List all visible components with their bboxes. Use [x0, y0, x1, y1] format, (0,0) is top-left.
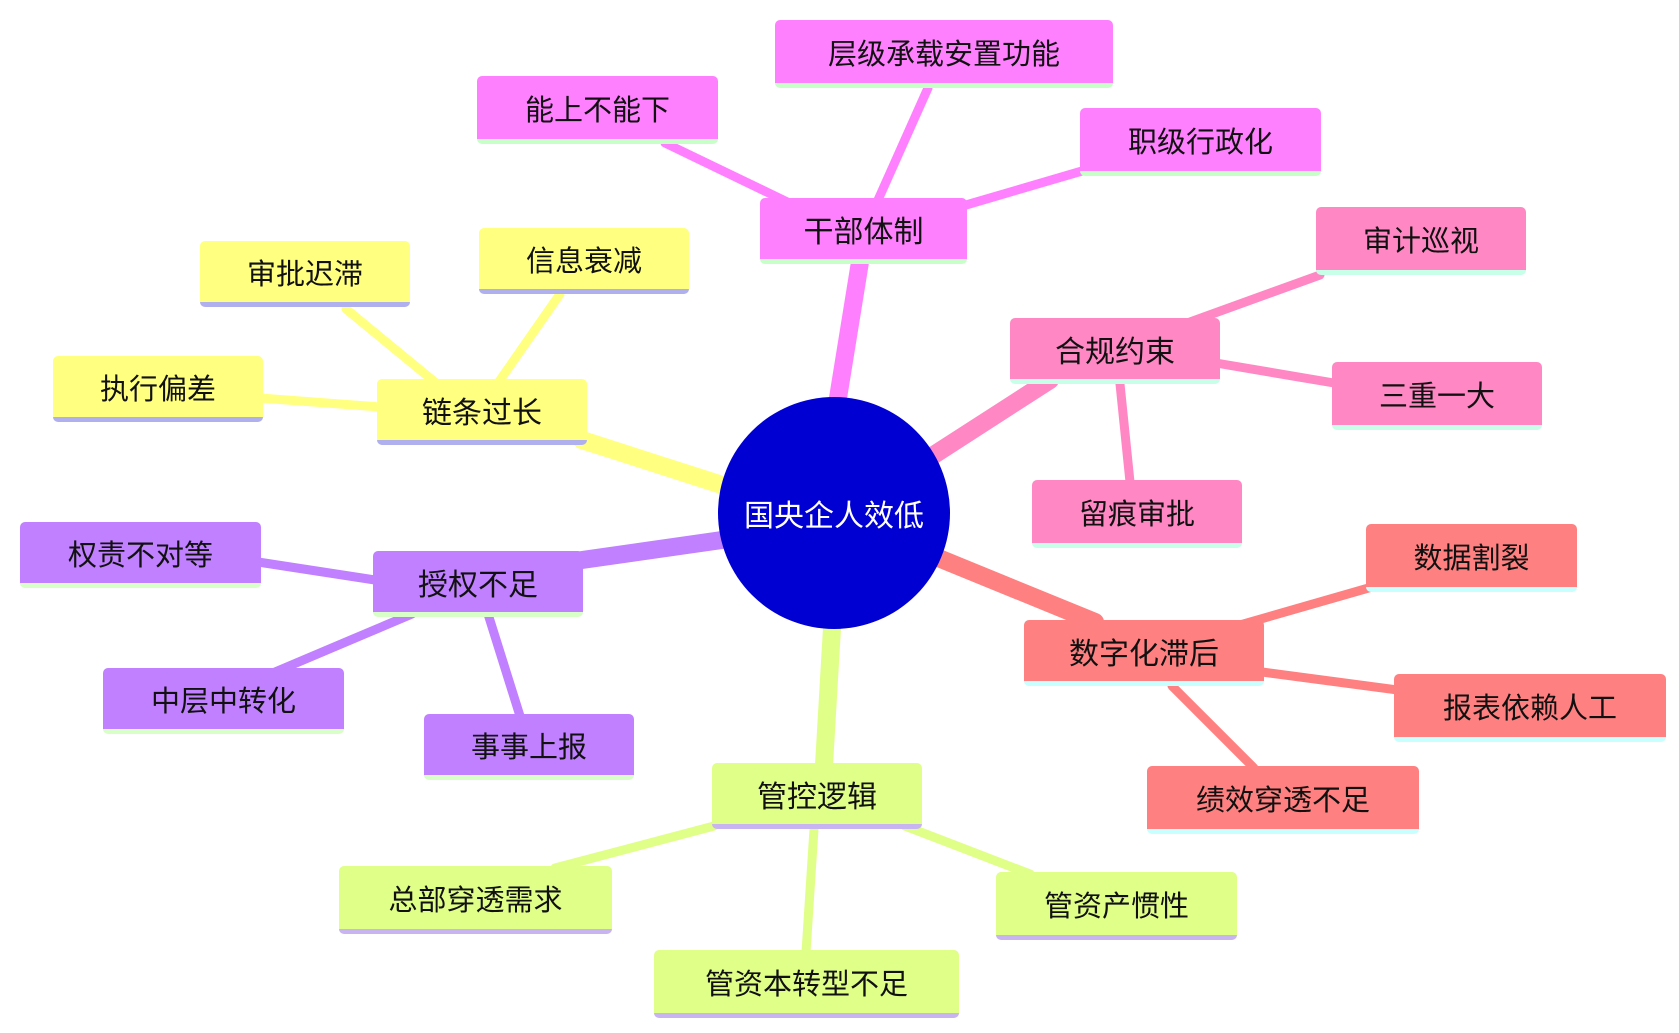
leaf-node-hegui-0-label: 审计巡视	[1362, 223, 1479, 258]
branch-node-shouquan-label: 授权不足	[418, 567, 538, 603]
link-shouquan-0	[253, 557, 380, 585]
link-shuzi-1	[1257, 667, 1403, 695]
leaf-node-hegui-2-label: 留痕审批	[1078, 496, 1195, 531]
leaf-node-shuzi-1-label: 报表依赖人工	[1442, 690, 1617, 725]
leaf-node-guankong-1[interactable]: 管资本转型不足	[654, 950, 959, 1018]
trunk-hegui	[917, 371, 1059, 469]
link-guankong-2	[900, 821, 1035, 879]
leaf-node-lianjiao-0[interactable]: 执行偏差	[53, 356, 263, 422]
link-ganbu-1	[873, 83, 933, 205]
leaf-node-lianjiao-2[interactable]: 信息衰减	[479, 228, 689, 294]
leaf-node-shuzi-0[interactable]: 数据割裂	[1366, 524, 1577, 592]
link-guankong-1	[801, 824, 819, 957]
link-shuzi-2	[1167, 681, 1259, 773]
leaf-node-hegui-1-label: 三重一大	[1378, 378, 1495, 413]
leaf-node-ganbu-1-label: 层级承载安置功能	[827, 36, 1060, 71]
leaf-node-guankong-0[interactable]: 总部穿透需求	[339, 866, 612, 934]
leaf-node-shouquan-0-label: 权责不对等	[67, 537, 213, 572]
root-node[interactable]: 国央企人效低	[718, 397, 950, 629]
link-shouquan-1	[270, 609, 417, 677]
branch-node-shouquan[interactable]: 授权不足	[373, 551, 583, 617]
trunk-shouquan	[573, 531, 731, 569]
leaf-node-shuzi-0-label: 数据割裂	[1413, 540, 1530, 575]
leaf-node-lianjiao-2-label: 信息衰减	[525, 243, 642, 278]
branch-node-shuzi[interactable]: 数字化滞后	[1024, 620, 1264, 686]
leaf-node-hegui-0[interactable]: 审计巡视	[1316, 207, 1526, 275]
leaf-node-ganbu-1[interactable]: 层级承载安置功能	[775, 20, 1113, 88]
leaf-node-guankong-2[interactable]: 管资产惯性	[996, 872, 1237, 940]
leaf-node-ganbu-0[interactable]: 能上不能下	[477, 76, 718, 144]
leaf-node-shuzi-2-label: 绩效穿透不足	[1195, 782, 1370, 817]
link-lianjiao-1	[341, 304, 441, 388]
leaf-node-guankong-2-label: 管资产惯性	[1043, 888, 1189, 923]
leaf-node-lianjiao-1[interactable]: 审批迟滞	[200, 241, 410, 307]
branch-node-guankong[interactable]: 管控逻辑	[712, 763, 922, 829]
branch-node-lianjiao[interactable]: 链条过长	[377, 379, 587, 445]
link-guankong-0	[550, 821, 719, 873]
leaf-node-hegui-1[interactable]: 三重一大	[1332, 362, 1542, 430]
leaf-node-shouquan-1-label: 中层中转化	[150, 683, 296, 718]
root-label: 国央企人效低	[744, 499, 924, 534]
leaf-node-hegui-2[interactable]: 留痕审批	[1032, 480, 1242, 548]
link-hegui-1	[1205, 357, 1339, 388]
leaf-node-shouquan-1[interactable]: 中层中转化	[103, 668, 344, 734]
leaf-node-shouquan-2-label: 事事上报	[470, 729, 587, 764]
link-lianjiao-0	[255, 393, 385, 412]
leaf-node-shuzi-1[interactable]: 报表依赖人工	[1394, 674, 1666, 742]
link-shouquan-2	[483, 609, 525, 721]
branch-node-hegui-label: 合规约束	[1055, 334, 1175, 370]
branch-node-hegui[interactable]: 合规约束	[1010, 318, 1220, 384]
leaf-node-ganbu-0-label: 能上不能下	[524, 92, 670, 127]
leaf-node-lianjiao-0-label: 执行偏差	[99, 371, 216, 406]
trunk-ganbu	[829, 253, 869, 407]
trunk-lianjiao	[573, 431, 731, 494]
link-hegui-0	[1185, 270, 1325, 327]
leaf-node-ganbu-2-label: 职级行政化	[1127, 124, 1273, 159]
link-hegui-2	[1115, 379, 1135, 487]
link-shuzi-0	[1235, 582, 1377, 630]
leaf-node-guankong-1-label: 管资本转型不足	[704, 966, 908, 1001]
branch-node-shuzi-label: 数字化滞后	[1069, 636, 1219, 672]
branch-node-guankong-label: 管控逻辑	[757, 779, 877, 815]
link-lianjiao-2	[493, 289, 565, 388]
leaf-node-shuzi-2[interactable]: 绩效穿透不足	[1147, 766, 1419, 834]
leaf-node-lianjiao-1-label: 审批迟滞	[246, 256, 363, 291]
branch-node-lianjiao-label: 链条过长	[422, 395, 542, 431]
leaf-node-shouquan-2[interactable]: 事事上报	[424, 714, 634, 780]
trunk-guankong	[815, 619, 841, 774]
branch-node-ganbu[interactable]: 干部体制	[760, 198, 967, 264]
leaf-node-guankong-0-label: 总部穿透需求	[388, 882, 563, 917]
leaf-node-ganbu-2[interactable]: 职级行政化	[1080, 108, 1321, 176]
leaf-node-shouquan-0[interactable]: 权责不对等	[20, 522, 261, 588]
trunk-shuzi	[927, 548, 1104, 631]
link-ganbu-2	[961, 166, 1087, 210]
branch-node-ganbu-label: 干部体制	[803, 214, 924, 250]
